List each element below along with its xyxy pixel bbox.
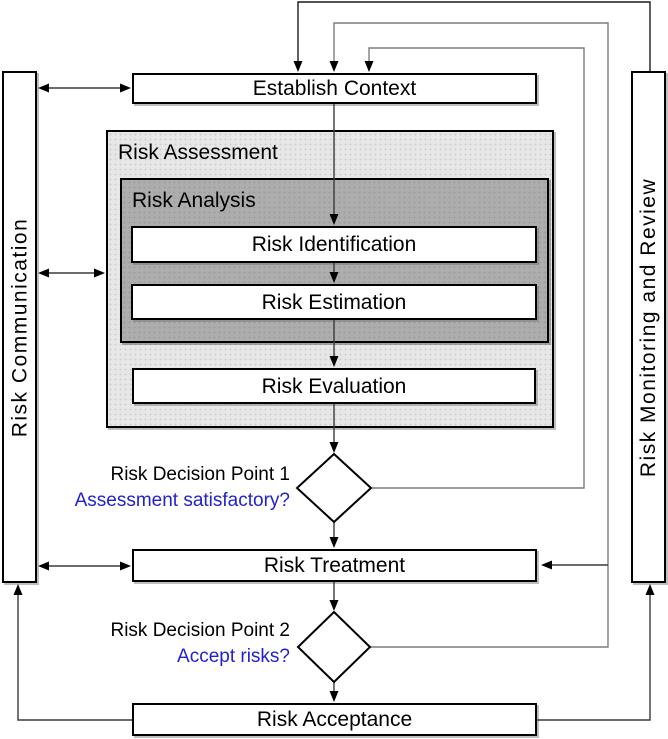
decision-diamond-1 bbox=[295, 452, 373, 524]
risk-evaluation-label: Risk Evaluation bbox=[261, 374, 407, 398]
risk-decision-point-1-title: Risk Decision Point 1 bbox=[110, 464, 290, 485]
risk-identification-box: Risk Identification bbox=[131, 226, 537, 263]
risk-treatment-label: Risk Treatment bbox=[263, 554, 406, 577]
risk-decision-point-1-label: Risk Decision Point 1 Assessment satisfa… bbox=[40, 462, 290, 514]
risk-analysis-label: Risk Analysis bbox=[132, 189, 256, 212]
risk-monitoring-review-label: Risk Monitoring and Review bbox=[637, 177, 660, 477]
establish-context-label: Establish Context bbox=[252, 77, 417, 100]
risk-decision-point-1-question: Assessment satisfactory? bbox=[74, 490, 290, 511]
risk-acceptance-box: Risk Acceptance bbox=[132, 703, 537, 736]
monitoring-to-context-connector bbox=[293, 1, 651, 72]
risk-acceptance-label: Risk Acceptance bbox=[256, 708, 413, 731]
risk-communication-label: Risk Communication bbox=[8, 217, 31, 437]
risk-evaluation-box: Risk Evaluation bbox=[132, 368, 536, 404]
risk-communication-bar: Risk Communication bbox=[2, 71, 37, 583]
risk-decision-point-2-title: Risk Decision Point 2 bbox=[110, 620, 290, 641]
risk-treatment-box: Risk Treatment bbox=[132, 549, 537, 582]
acceptance-to-monitoring-connector bbox=[537, 584, 655, 721]
risk-assessment-label: Risk Assessment bbox=[118, 141, 278, 164]
risk-decision-point-2-question: Accept risks? bbox=[177, 646, 290, 667]
decision-diamond-2 bbox=[296, 610, 372, 684]
risk-monitoring-review-bar: Risk Monitoring and Review bbox=[631, 71, 666, 583]
establish-context-box: Establish Context bbox=[132, 73, 537, 104]
risk-estimation-label: Risk Estimation bbox=[261, 290, 407, 314]
risk-identification-label: Risk Identification bbox=[251, 233, 417, 256]
risk-decision-point-2-label: Risk Decision Point 2 Accept risks? bbox=[40, 618, 290, 670]
risk-estimation-box: Risk Estimation bbox=[131, 284, 537, 320]
